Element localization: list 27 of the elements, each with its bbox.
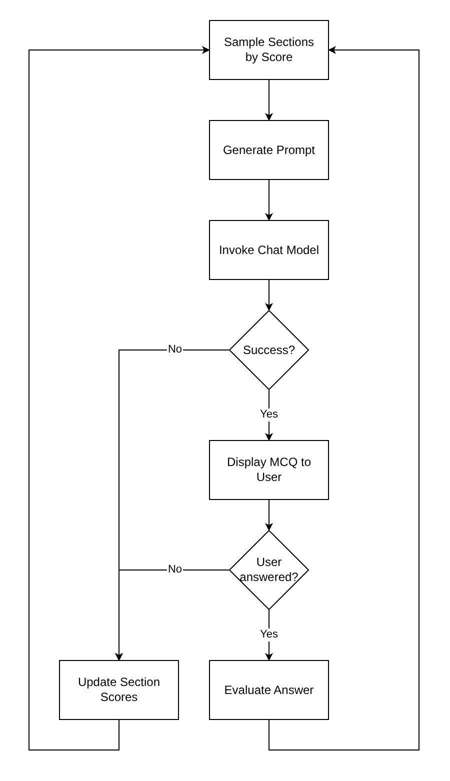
arrow — [265, 390, 273, 441]
process-box — [209, 440, 329, 500]
process-text: Generate Prompt — [222, 142, 316, 158]
decision-diamond — [229, 530, 309, 610]
decision-text: User answered? — [238, 555, 300, 585]
arrow — [265, 610, 273, 661]
arrow — [268, 46, 420, 750]
edge-label: Yes — [259, 628, 279, 642]
arrow — [115, 570, 230, 661]
arrow — [265, 280, 273, 311]
process-box — [209, 220, 329, 280]
arrow — [265, 500, 273, 531]
arrow — [265, 80, 273, 121]
process-box — [59, 660, 179, 720]
process-text: Update Section Scores — [76, 675, 162, 705]
decision-text: Success? — [242, 342, 296, 358]
arrow — [265, 180, 273, 221]
process-text: Evaluate Answer — [223, 682, 315, 698]
decision-diamond — [229, 310, 309, 390]
process-text: Display MCQ to User — [226, 455, 312, 485]
process-text: Sample Sections by Score — [222, 35, 316, 65]
edge-label: Yes — [259, 408, 279, 422]
process-box — [209, 660, 329, 720]
arrow — [28, 46, 210, 750]
process-box — [209, 120, 329, 180]
process-text: Invoke Chat Model — [218, 242, 320, 258]
process-box — [209, 20, 329, 80]
